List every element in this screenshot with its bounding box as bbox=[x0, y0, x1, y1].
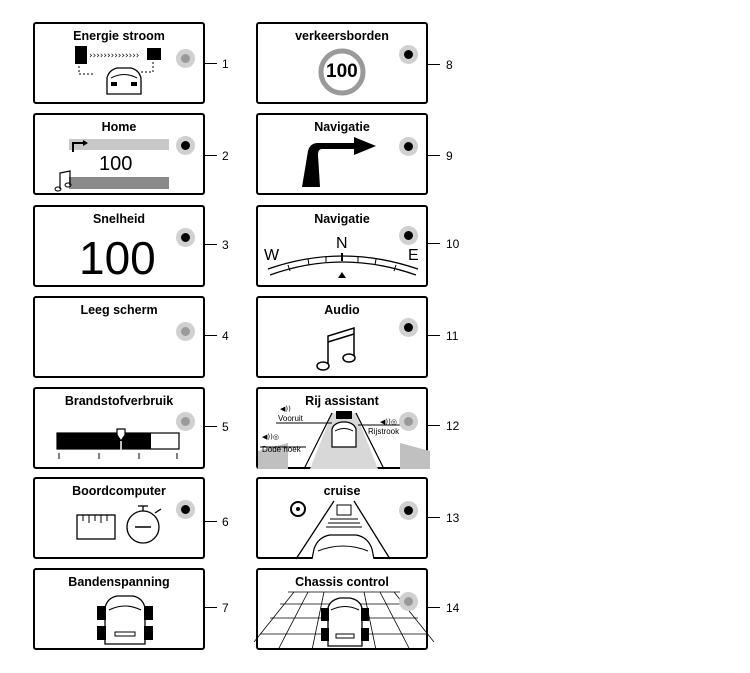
trip-computer-icon bbox=[76, 505, 162, 544]
panel-title: Navigatie bbox=[314, 212, 370, 226]
fuel-gauge-icon bbox=[56, 428, 180, 459]
tire-pressure-car-icon bbox=[97, 595, 153, 645]
callout-number: 1 bbox=[222, 57, 229, 71]
compass-east: E bbox=[408, 247, 419, 264]
label-rijstrook: Rijstrook bbox=[368, 427, 400, 436]
home-widgets bbox=[54, 139, 169, 192]
panel-bandenspanning: Bandenspanning bbox=[33, 568, 205, 650]
callout-number: 14 bbox=[446, 601, 460, 615]
panel-title: Home bbox=[101, 120, 137, 134]
panel-3-button[interactable] bbox=[176, 228, 195, 247]
panel-title: Energie stroom bbox=[73, 29, 165, 43]
panel-14-button[interactable] bbox=[399, 592, 418, 611]
callout-number: 11 bbox=[446, 329, 459, 343]
panel-navigatie-compass: Navigatie W N E bbox=[256, 205, 428, 287]
chassis-grid-icon bbox=[253, 591, 435, 651]
leader-line bbox=[205, 607, 217, 608]
panel-verkeersborden: verkeersborden 100 bbox=[256, 22, 428, 104]
panel-12-button[interactable] bbox=[399, 412, 418, 431]
driver-assist-road: ◀)) ◀))◎ ◀))◎ bbox=[258, 405, 430, 470]
callout-number: 8 bbox=[446, 58, 453, 72]
callout-number: 2 bbox=[222, 149, 229, 163]
leader-line bbox=[205, 335, 217, 336]
leader-line bbox=[428, 155, 440, 156]
panel-title: verkeersborden bbox=[295, 29, 389, 43]
panel-navigatie-arrow: Navigatie bbox=[256, 113, 428, 195]
compass-north: N bbox=[336, 235, 348, 252]
panel-title: Navigatie bbox=[314, 120, 370, 134]
panel-home: Home 100 bbox=[33, 113, 205, 195]
callout-number: 6 bbox=[222, 515, 229, 529]
panel-brandstofverbruik: Brandstofverbruik bbox=[33, 387, 205, 469]
leader-line bbox=[205, 63, 217, 64]
panel-11-button[interactable] bbox=[399, 318, 418, 337]
panel-1-button[interactable] bbox=[176, 49, 195, 68]
callout-number: 3 bbox=[222, 238, 229, 252]
leader-line bbox=[428, 517, 440, 518]
home-value: 100 bbox=[99, 153, 133, 175]
panel-cruise: cruise bbox=[256, 477, 428, 560]
callout-number: 12 bbox=[446, 419, 460, 433]
panel-9-button[interactable] bbox=[399, 137, 418, 156]
leader-line bbox=[428, 64, 440, 65]
energy-flow-icon: ›››››››››››››› bbox=[75, 46, 161, 95]
turn-arrow-icon bbox=[302, 137, 376, 187]
panel-2-button[interactable] bbox=[176, 136, 195, 155]
panel-boordcomputer: Boordcomputer bbox=[33, 477, 205, 559]
leader-line bbox=[428, 425, 440, 426]
leader-line bbox=[428, 243, 440, 244]
leader-line bbox=[205, 426, 217, 427]
callout-number: 13 bbox=[446, 511, 460, 525]
traffic-sign-value: 100 bbox=[326, 61, 358, 82]
panel-4-button[interactable] bbox=[176, 322, 195, 341]
leader-line bbox=[205, 521, 217, 522]
speed-value: 100 bbox=[79, 232, 156, 284]
music-note-icon bbox=[316, 326, 356, 371]
leader-line bbox=[205, 244, 217, 245]
compass-west: W bbox=[264, 247, 280, 264]
callout-number: 5 bbox=[222, 420, 229, 434]
callout-number: 10 bbox=[446, 237, 460, 251]
callout-number: 7 bbox=[222, 601, 229, 615]
svg-text:◀))◎: ◀))◎ bbox=[380, 418, 397, 426]
cruise-road-icon bbox=[290, 500, 391, 560]
svg-text:››››››››››››››: ›››››››››››››› bbox=[89, 51, 139, 61]
svg-text:◀)): ◀)) bbox=[280, 405, 291, 413]
traffic-sign-icon bbox=[318, 48, 366, 96]
compass-scale-icon bbox=[267, 253, 419, 278]
panel-title: cruise bbox=[323, 484, 361, 498]
panel-10-button[interactable] bbox=[399, 226, 418, 245]
label-dode-hoek: Dode hoek bbox=[262, 445, 301, 454]
label-vooruit: Vooruit bbox=[278, 414, 303, 423]
panel-title: Leeg scherm bbox=[80, 303, 158, 317]
panel-title: Snelheid bbox=[92, 212, 146, 226]
svg-text:◀))◎: ◀))◎ bbox=[262, 433, 279, 441]
panel-rij-assistant: Rij assistant ◀)) ◀))◎ ◀))◎ Vooruit Rijs… bbox=[256, 387, 430, 470]
callout-number: 9 bbox=[446, 149, 453, 163]
panel-title: Brandstofverbruik bbox=[64, 394, 174, 408]
leader-line bbox=[205, 155, 217, 156]
panel-8-button[interactable] bbox=[399, 45, 418, 64]
panel-title: Rij assistant bbox=[305, 394, 379, 408]
panel-13-button[interactable] bbox=[399, 501, 418, 520]
panel-title: Audio bbox=[324, 303, 360, 317]
panel-chassis-control: Chassis control bbox=[253, 568, 435, 651]
panel-title: Bandenspanning bbox=[68, 575, 170, 589]
panel-audio: Audio bbox=[256, 296, 428, 378]
panel-leeg-scherm: Leeg scherm bbox=[33, 296, 205, 378]
panel-title: Boordcomputer bbox=[72, 484, 166, 498]
panel-title: Chassis control bbox=[295, 575, 389, 589]
leader-line bbox=[428, 607, 440, 608]
callout-number: 4 bbox=[222, 329, 229, 343]
leader-line bbox=[428, 335, 440, 336]
panel-6-button[interactable] bbox=[176, 500, 195, 519]
panel-snelheid: Snelheid 100 bbox=[33, 205, 205, 287]
panel-5-button[interactable] bbox=[176, 412, 195, 431]
